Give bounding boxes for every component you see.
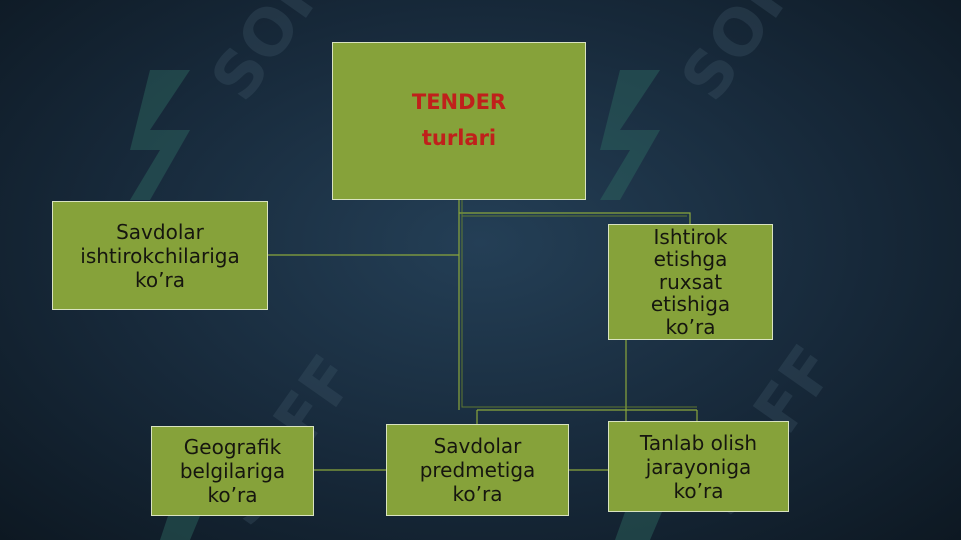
node-label-line: Geografik bbox=[183, 435, 282, 459]
root-title-line2: turlari bbox=[421, 126, 497, 150]
node-label-line: etishga bbox=[653, 247, 728, 272]
node-selection: Tanlab olish jarayoniga ko’ra bbox=[608, 421, 789, 512]
node-label-line: ko’ra bbox=[665, 314, 716, 339]
node-label-line: jarayoniga bbox=[645, 454, 752, 479]
node-label-line: ko’ra bbox=[207, 483, 258, 507]
node-label-line: etishiga bbox=[650, 292, 731, 317]
watermark-logo-icon bbox=[130, 70, 660, 200]
node-label-line: ruxsat bbox=[658, 269, 723, 294]
node-label-line: ishtirokchilariga bbox=[80, 243, 240, 268]
node-label-line: ko’ra bbox=[452, 482, 503, 506]
connector-admission bbox=[459, 212, 691, 224]
node-label-line: Ishtirok bbox=[653, 224, 728, 249]
node-label-line: ko’ra bbox=[673, 478, 724, 503]
node-subject: Savdolar predmetiga ko’ra bbox=[386, 424, 569, 516]
node-label-line: predmetiga bbox=[419, 458, 536, 482]
node-participants: Savdolar ishtirokchilariga ko’ra bbox=[52, 201, 268, 310]
node-label-line: belgilariga bbox=[179, 459, 286, 483]
node-label-line: Savdolar bbox=[433, 434, 522, 458]
node-geographic: Geografik belgilariga ko’ra bbox=[151, 426, 314, 516]
node-admission: Ishtirok etishga ruxsat etishiga ko’ra bbox=[608, 224, 773, 340]
node-label-line: Tanlab olish bbox=[639, 430, 758, 455]
node-label-line: ko’ra bbox=[135, 267, 185, 292]
node-label-line: Savdolar bbox=[116, 219, 204, 244]
root-title-line1: TENDER bbox=[411, 90, 507, 115]
root-node: TENDER turlari bbox=[332, 42, 586, 200]
